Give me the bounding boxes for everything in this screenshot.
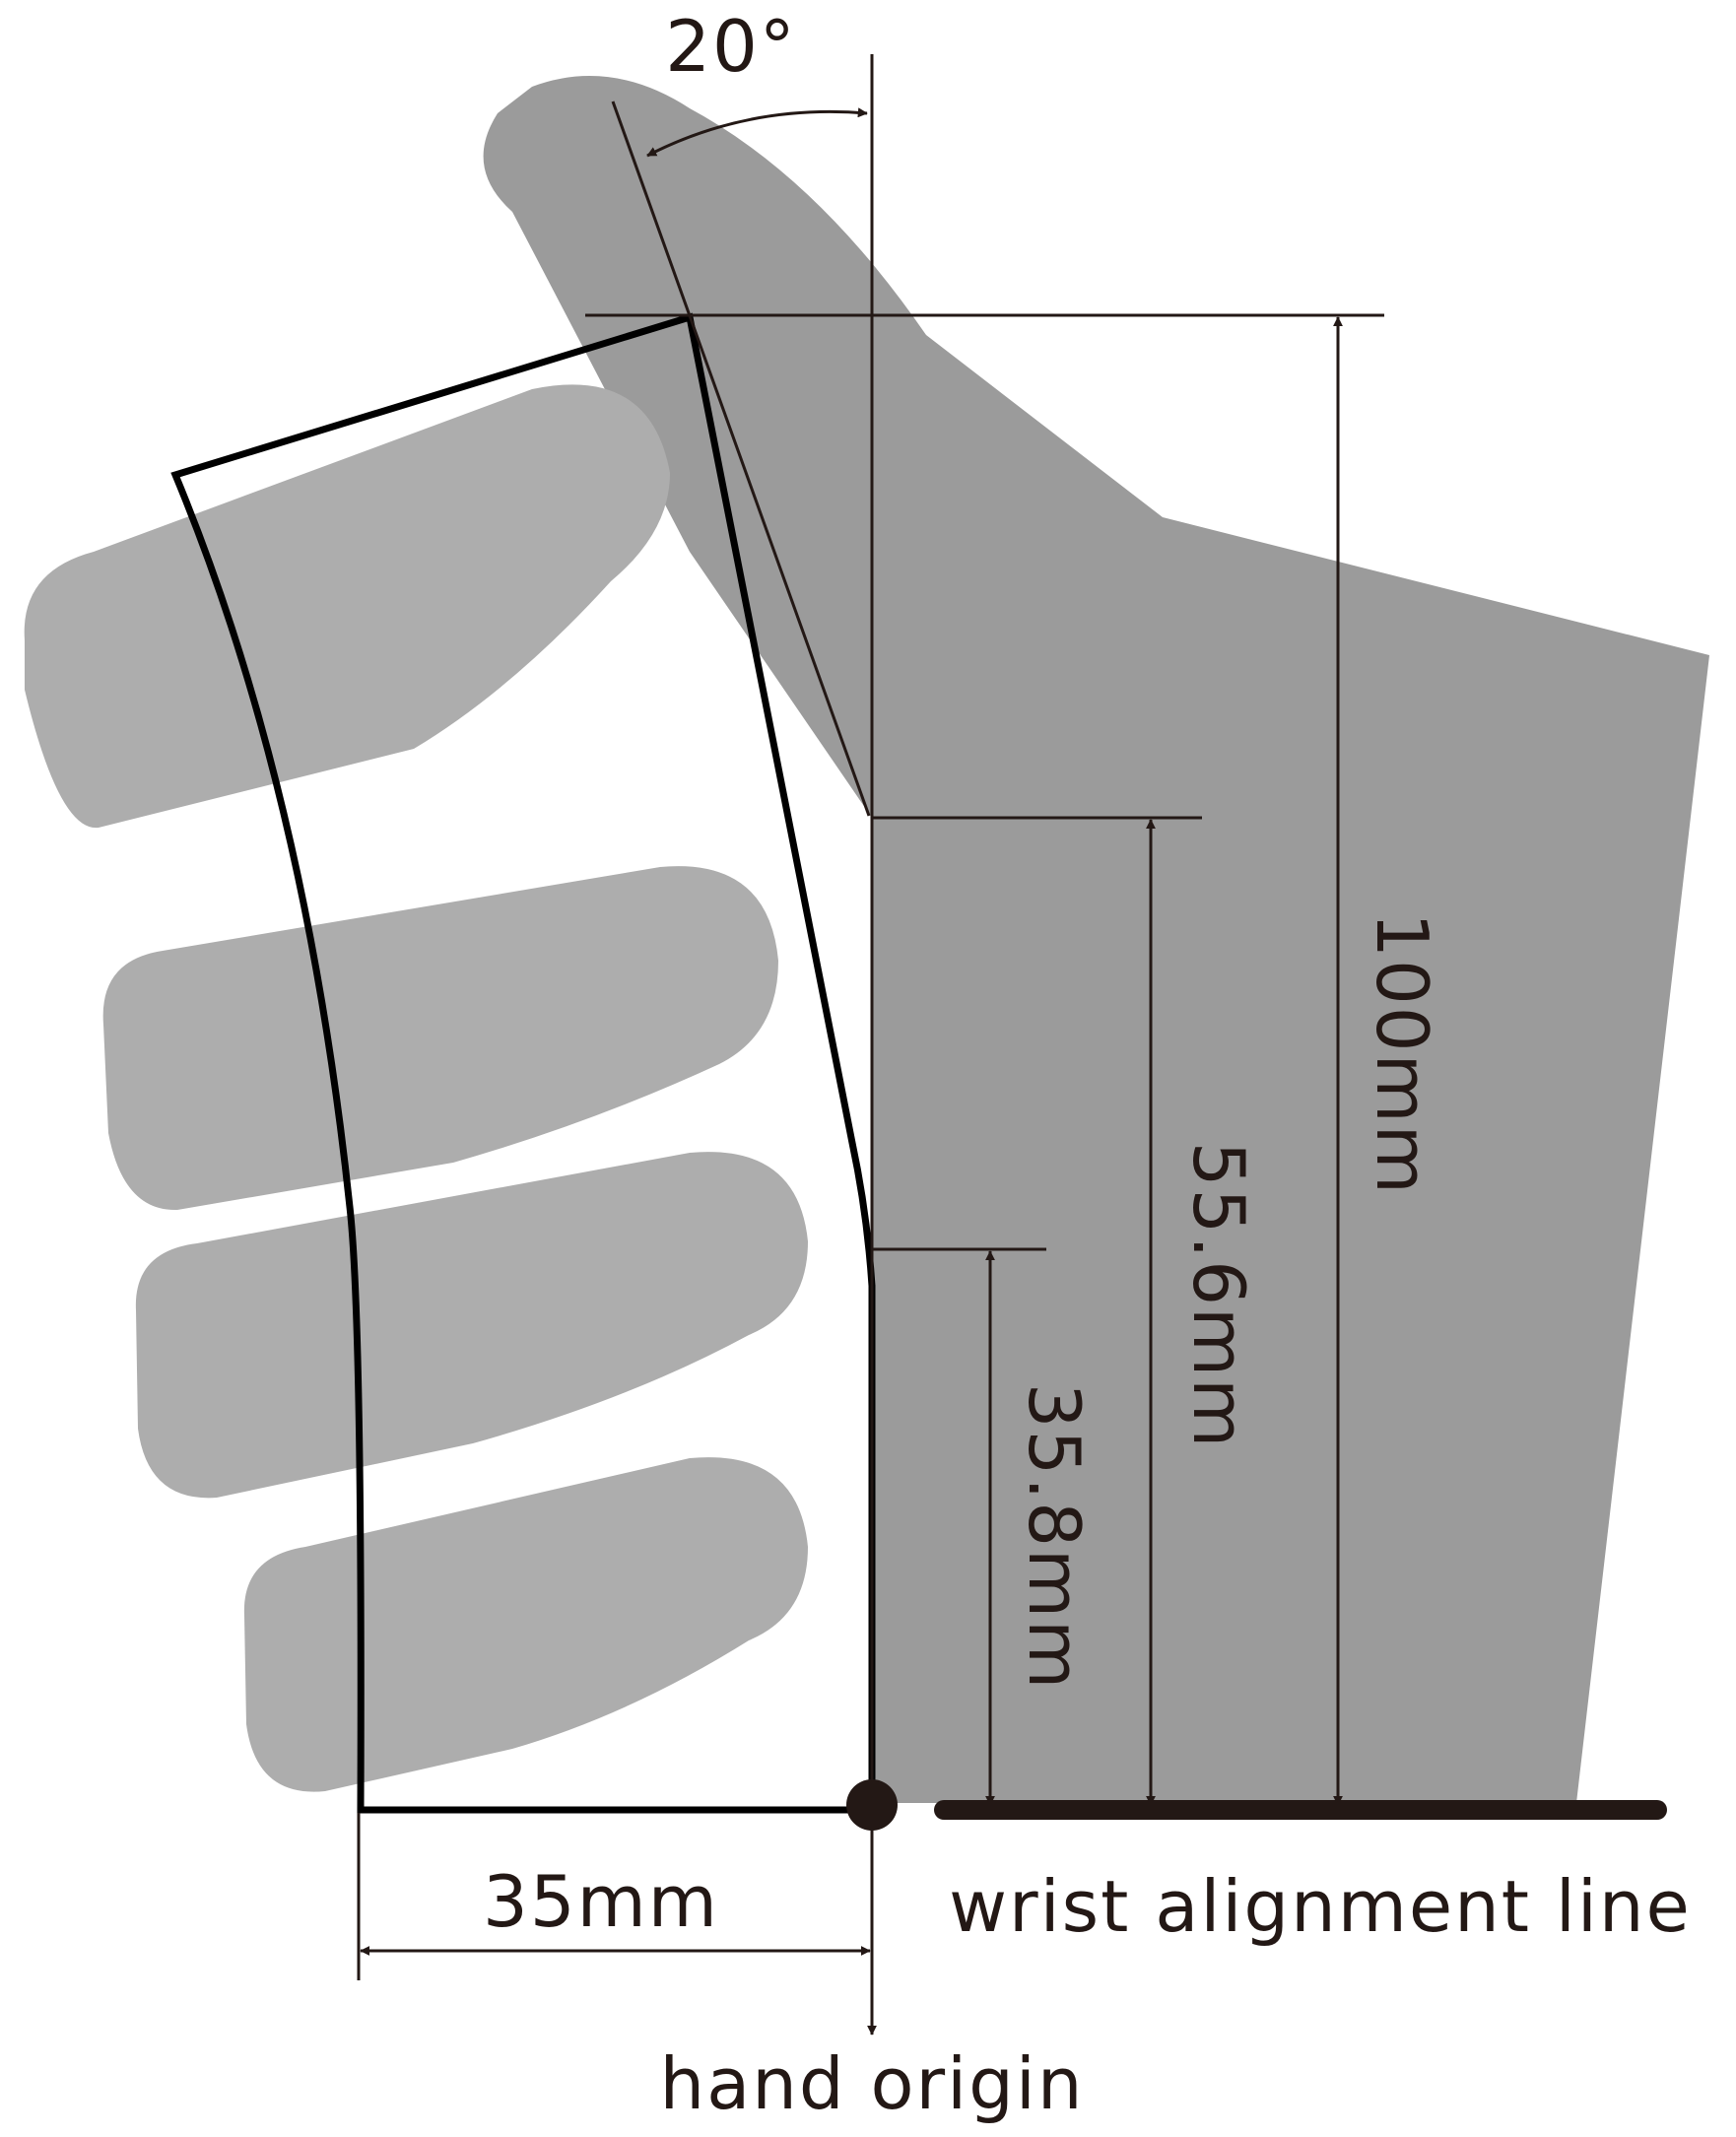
grip-outline	[170, 312, 876, 1814]
wrist-line-label: wrist alignment line	[949, 1865, 1692, 1948]
hand-origin-point	[846, 1779, 898, 1831]
angle-arc	[646, 107, 868, 158]
palm-thumb-silhouette	[483, 76, 1709, 1803]
hand-origin-label: hand origin	[660, 2042, 1085, 2125]
height-mid-label: 55.6mm	[1177, 1142, 1260, 1450]
finger-index	[24, 384, 670, 829]
height-low-label: 35.8mm	[1013, 1383, 1096, 1692]
finger-middle	[102, 866, 778, 1211]
finger-ring	[135, 1152, 808, 1499]
thumb-axis-line	[611, 100, 871, 817]
height-total-label: 100mm	[1361, 912, 1443, 1196]
width-label: 35mm	[483, 1860, 719, 1943]
angle-label: 20°	[665, 5, 797, 88]
finger-little	[243, 1457, 808, 1792]
